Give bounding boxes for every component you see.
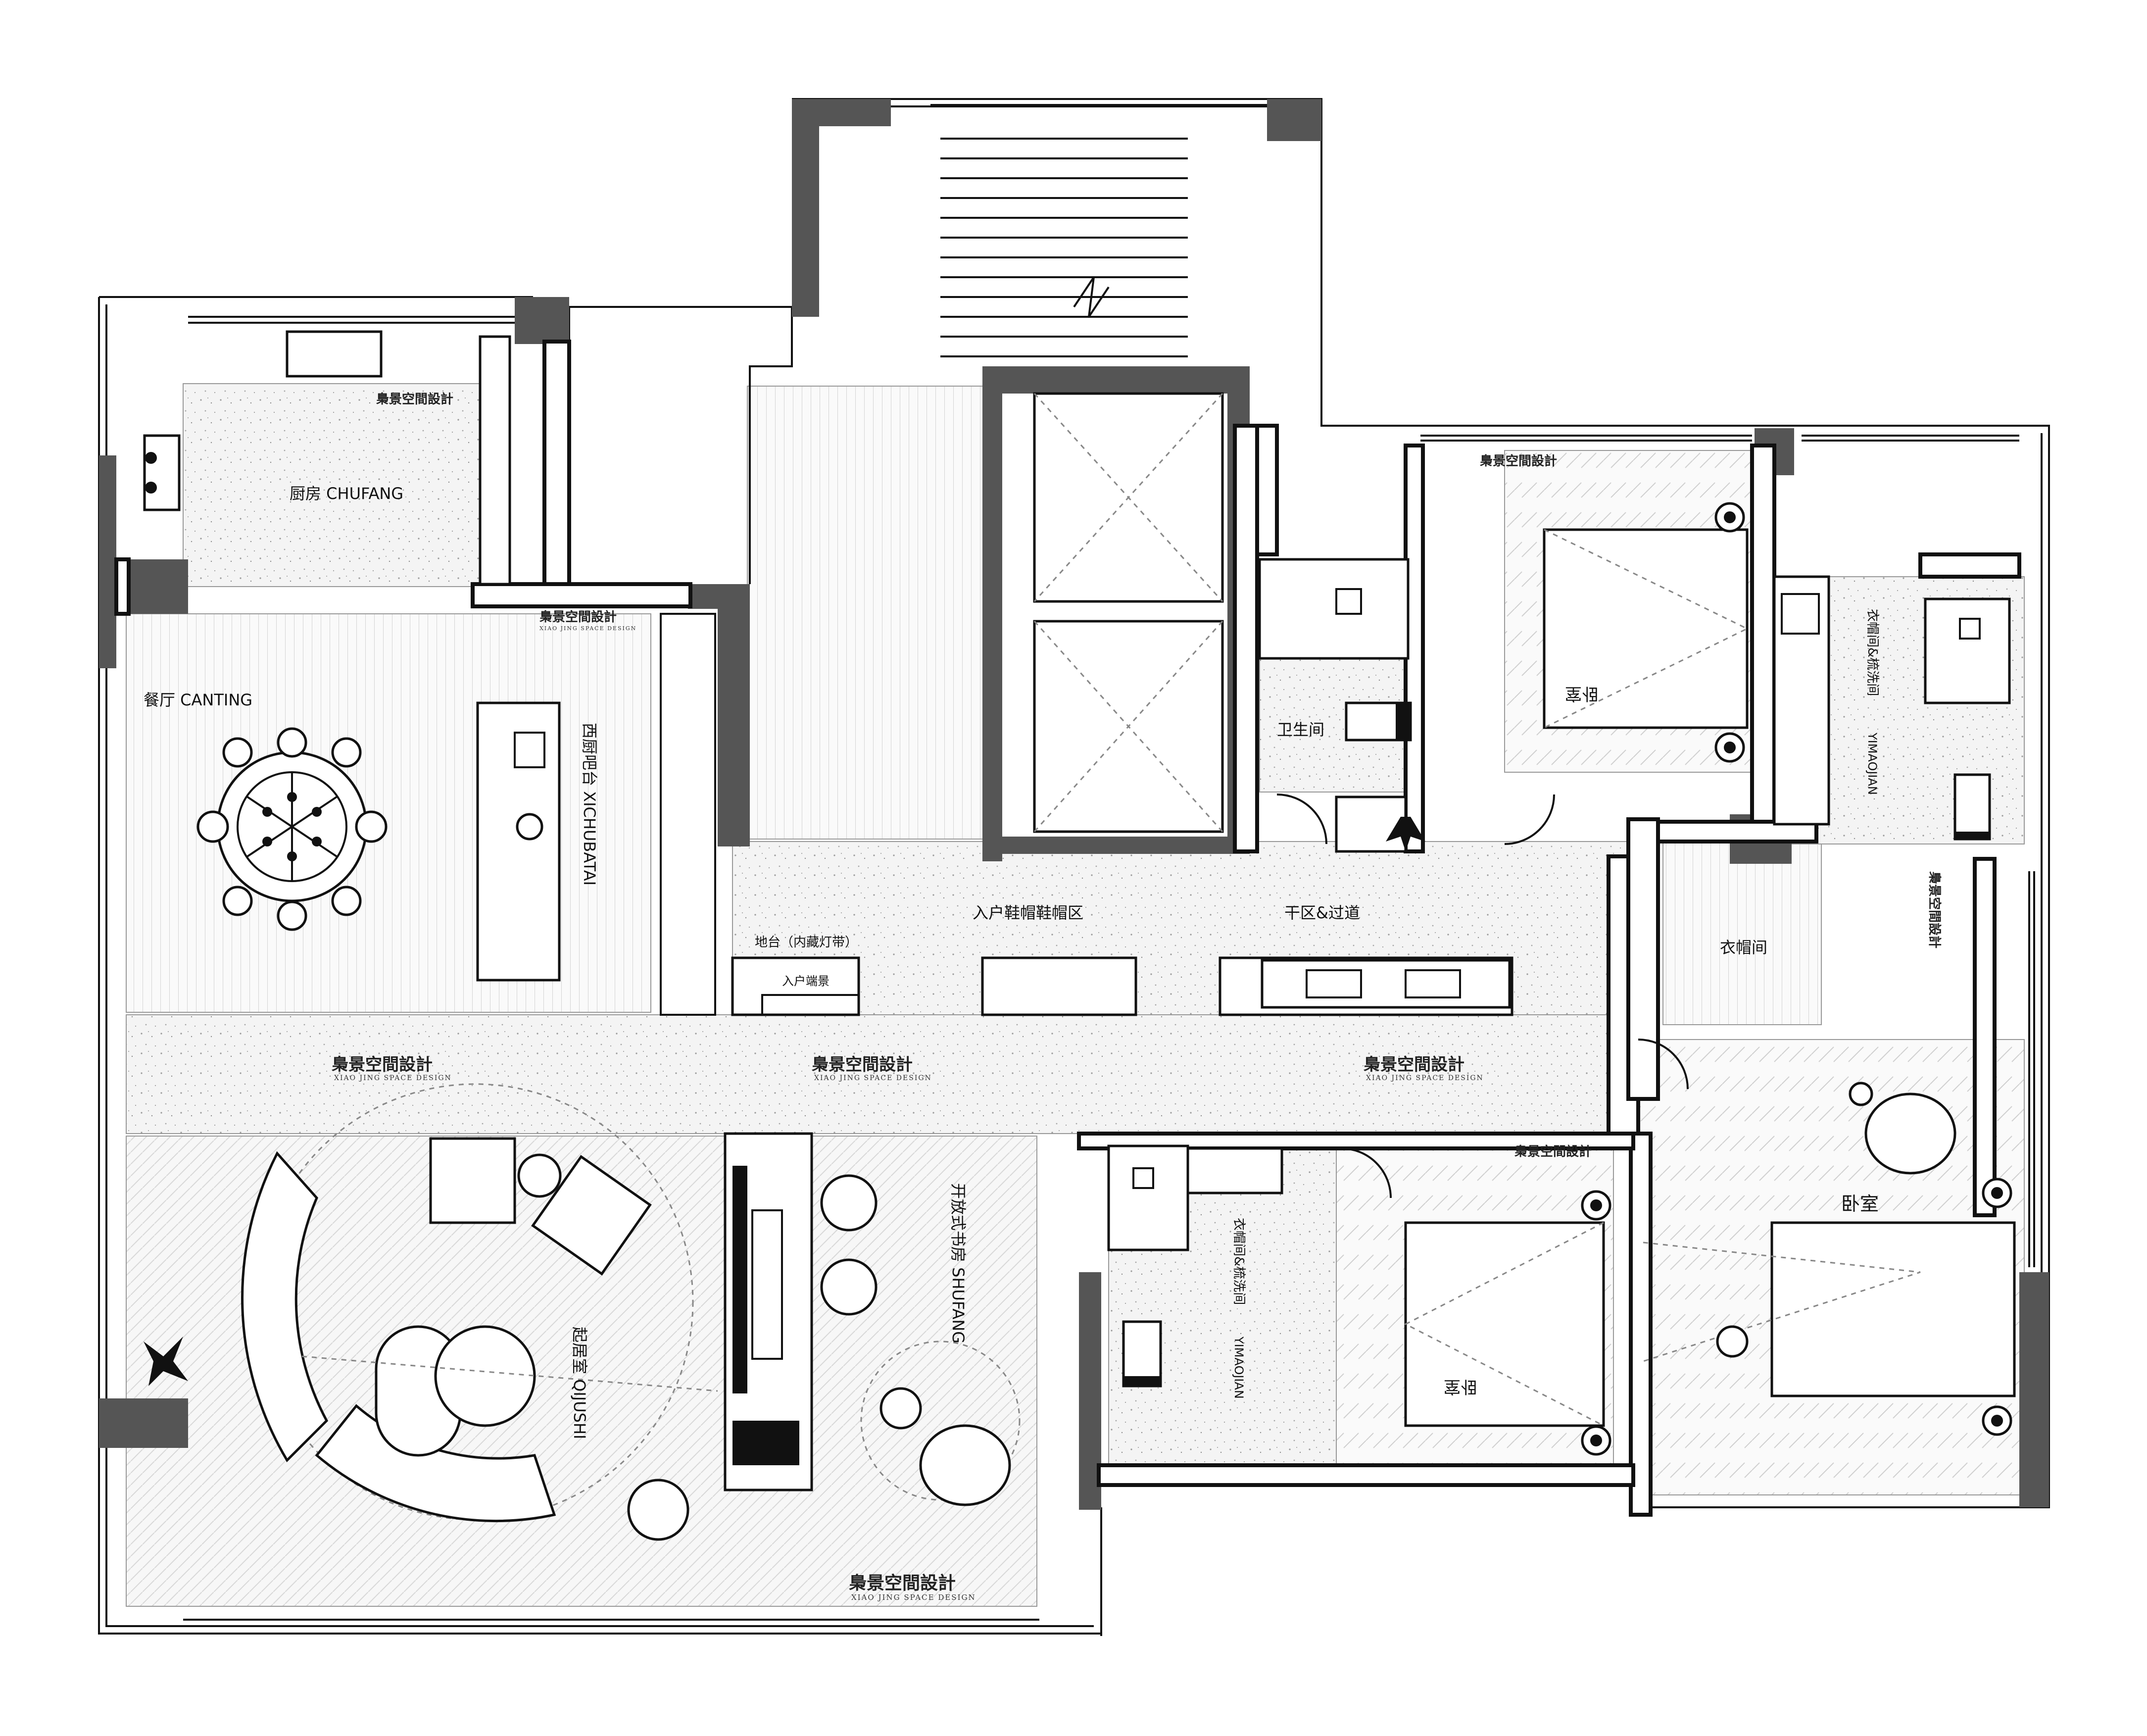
label-western-bar: 西厨吧台 XICHUBATAI [580, 723, 599, 886]
bedroom-a-bed [1543, 502, 2011, 841]
label-dining: 餐厅 CANTING [144, 691, 252, 709]
watermarks: 梟景空間設計 梟景空間設計 XIAO JING SPACE DESIGN 梟景空… [331, 392, 1942, 1602]
watermark: 梟景空間設計 [1927, 871, 1942, 948]
watermark: 梟景空間設計 [811, 1055, 913, 1075]
watermark-sub: XIAO JING SPACE DESIGN [334, 1074, 452, 1082]
watermark: 梟景空間設計 [376, 392, 453, 407]
entry-fixtures [731, 956, 1513, 1016]
watermark-sub: XIAO JING SPACE DESIGN [1366, 1074, 1484, 1082]
stair-treads [940, 138, 1188, 357]
room-labels: 厨房 CHUFANG 餐厅 CANTING 西厨吧台 XICHUBATAI 起居… [144, 484, 1880, 1439]
kitchen-floor [183, 383, 486, 587]
bar-island [476, 613, 716, 1016]
label-bedroom-main: 卧室 [1841, 1193, 1879, 1215]
label-wardrobe-b-pinyin: YIMAOJIAN [1232, 1336, 1246, 1399]
watermark-sub: XIAO JING SPACE DESIGN [851, 1593, 976, 1602]
label-dry-corridor: 干区&过道 [1284, 903, 1360, 922]
cloak-floor [1662, 841, 1822, 1025]
label-wardrobe-a-pinyin: YIMAOJIAN [1865, 732, 1879, 795]
label-entry-shoe: 入户鞋帽鞋帽区 [973, 903, 1083, 922]
label-living: 起居室 QIJUSHI [570, 1327, 589, 1439]
watermark: 梟景空間設計 [539, 609, 617, 625]
label-cloakroom: 衣帽间 [1720, 938, 1767, 957]
watermark: 梟景空間設計 [1479, 453, 1557, 469]
kitchen-fixtures [143, 330, 511, 586]
dining-table [196, 727, 388, 931]
label-bedroom-a: 卧室 [1565, 684, 1599, 703]
living-furniture [144, 1083, 718, 1541]
hall-floor [747, 386, 985, 840]
core [940, 138, 1224, 833]
windows [183, 98, 2035, 1627]
label-entry-scene: 入户端景 [782, 974, 830, 988]
bedroom-main-bed [1643, 1082, 2016, 1436]
label-kitchen: 厨房 CHUFANG [290, 484, 403, 503]
watermark: 梟景空間設計 [331, 1055, 433, 1075]
watermark-sub: XIAO JING SPACE DESIGN [814, 1074, 932, 1082]
label-platform: 地台（内藏灯带） [755, 935, 858, 950]
watermark: 梟景空間設計 [1363, 1055, 1464, 1075]
label-bedroom-b: 卧室 [1444, 1377, 1477, 1396]
doors [1276, 794, 1689, 1198]
label-wardrobe-a: 衣帽间&梳洗间 [1865, 609, 1880, 696]
label-wardrobe-b: 衣帽间&梳洗间 [1231, 1218, 1246, 1305]
study-furniture [724, 1132, 1021, 1506]
interior-walls [114, 340, 2021, 1517]
label-bathroom: 卫生间 [1277, 720, 1324, 739]
bedroom-b-bed [1107, 1144, 1611, 1456]
label-study: 开放式书房 SHUFANG [949, 1183, 968, 1343]
watermark-sub: XIAO JING SPACE DESIGN [539, 625, 636, 632]
bathroom-fixtures [1258, 558, 1425, 853]
watermark: 梟景空間設計 [1514, 1144, 1592, 1159]
watermark: 梟景空間設計 [848, 1573, 956, 1593]
